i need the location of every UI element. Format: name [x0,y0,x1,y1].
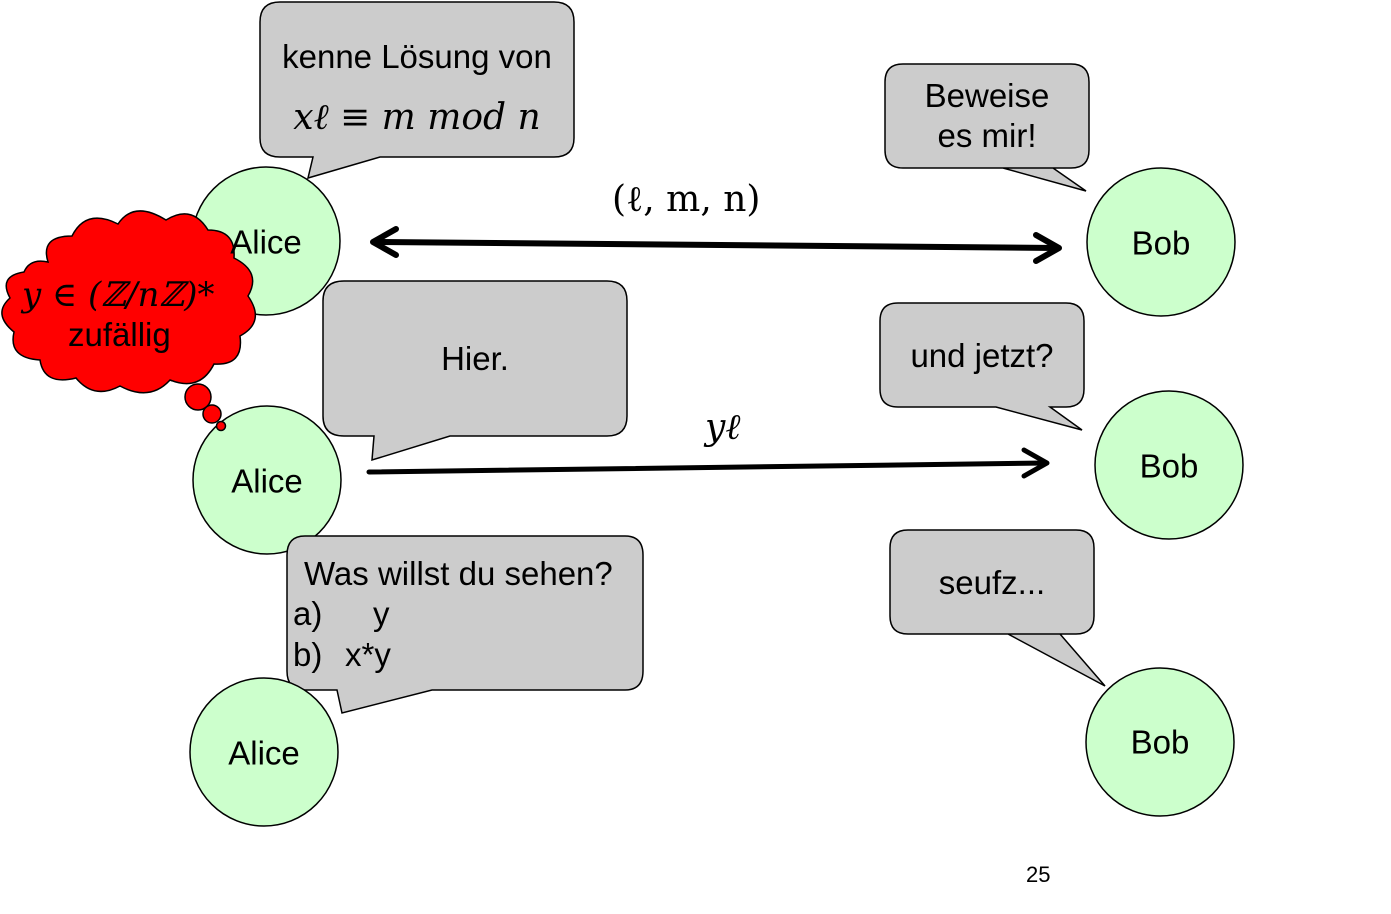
choice-question-text: Was willst du sehen? [304,555,613,592]
bob-and-now-text: und jetzt? [910,337,1054,374]
bob-label-2: Bob [1139,447,1199,485]
alice-here-bubble [322,280,628,462]
commitment-arrow [366,447,1050,479]
choice-a-value: y [373,595,390,632]
bob-label-1: Bob [1131,224,1191,262]
alice-label-2: Alice [231,462,303,500]
bob-prove-bubble [884,63,1090,192]
bob-prove-text-line1: Beweise [924,77,1050,114]
public-tuple-label: (ℓ, m, n) [612,179,761,220]
page-number: 25 [1026,862,1051,887]
thought-text: zufällig [68,316,171,353]
alice-knowledge-text: kenne Lösung von [282,38,552,75]
choice-b-marker: b) [293,636,323,673]
alice-knowledge-bubble [259,1,575,180]
bob-circle-3 [1085,667,1235,817]
bob-circle-1 [1086,167,1236,317]
choice-question-bubble [286,535,644,714]
alice-circle-3 [189,677,339,827]
random-choice-thought-cloud [1,210,257,432]
public-tuple-arrow [370,226,1062,264]
bob-sigh-bubble [889,529,1106,687]
alice-here-text: Hier. [441,340,509,377]
thought-formula: y ∈ (ℤ/nℤ)* [22,275,215,315]
choice-a-marker: a) [293,595,323,632]
bob-label-3: Bob [1130,723,1190,761]
choice-b-value: x*y [345,636,391,673]
alice-knowledge-formula: xℓ ≡ m mod n [293,97,541,138]
commitment-label: yℓ [705,407,741,448]
alice-circle-2 [192,405,342,555]
alice-label-1: Alice [230,223,302,261]
alice-label-3: Alice [228,734,300,772]
bob-and-now-bubble [879,302,1085,431]
bob-sigh-text: seufz... [938,564,1046,601]
bob-circle-2 [1094,390,1244,540]
bob-prove-text-line2: es mir! [937,117,1037,154]
